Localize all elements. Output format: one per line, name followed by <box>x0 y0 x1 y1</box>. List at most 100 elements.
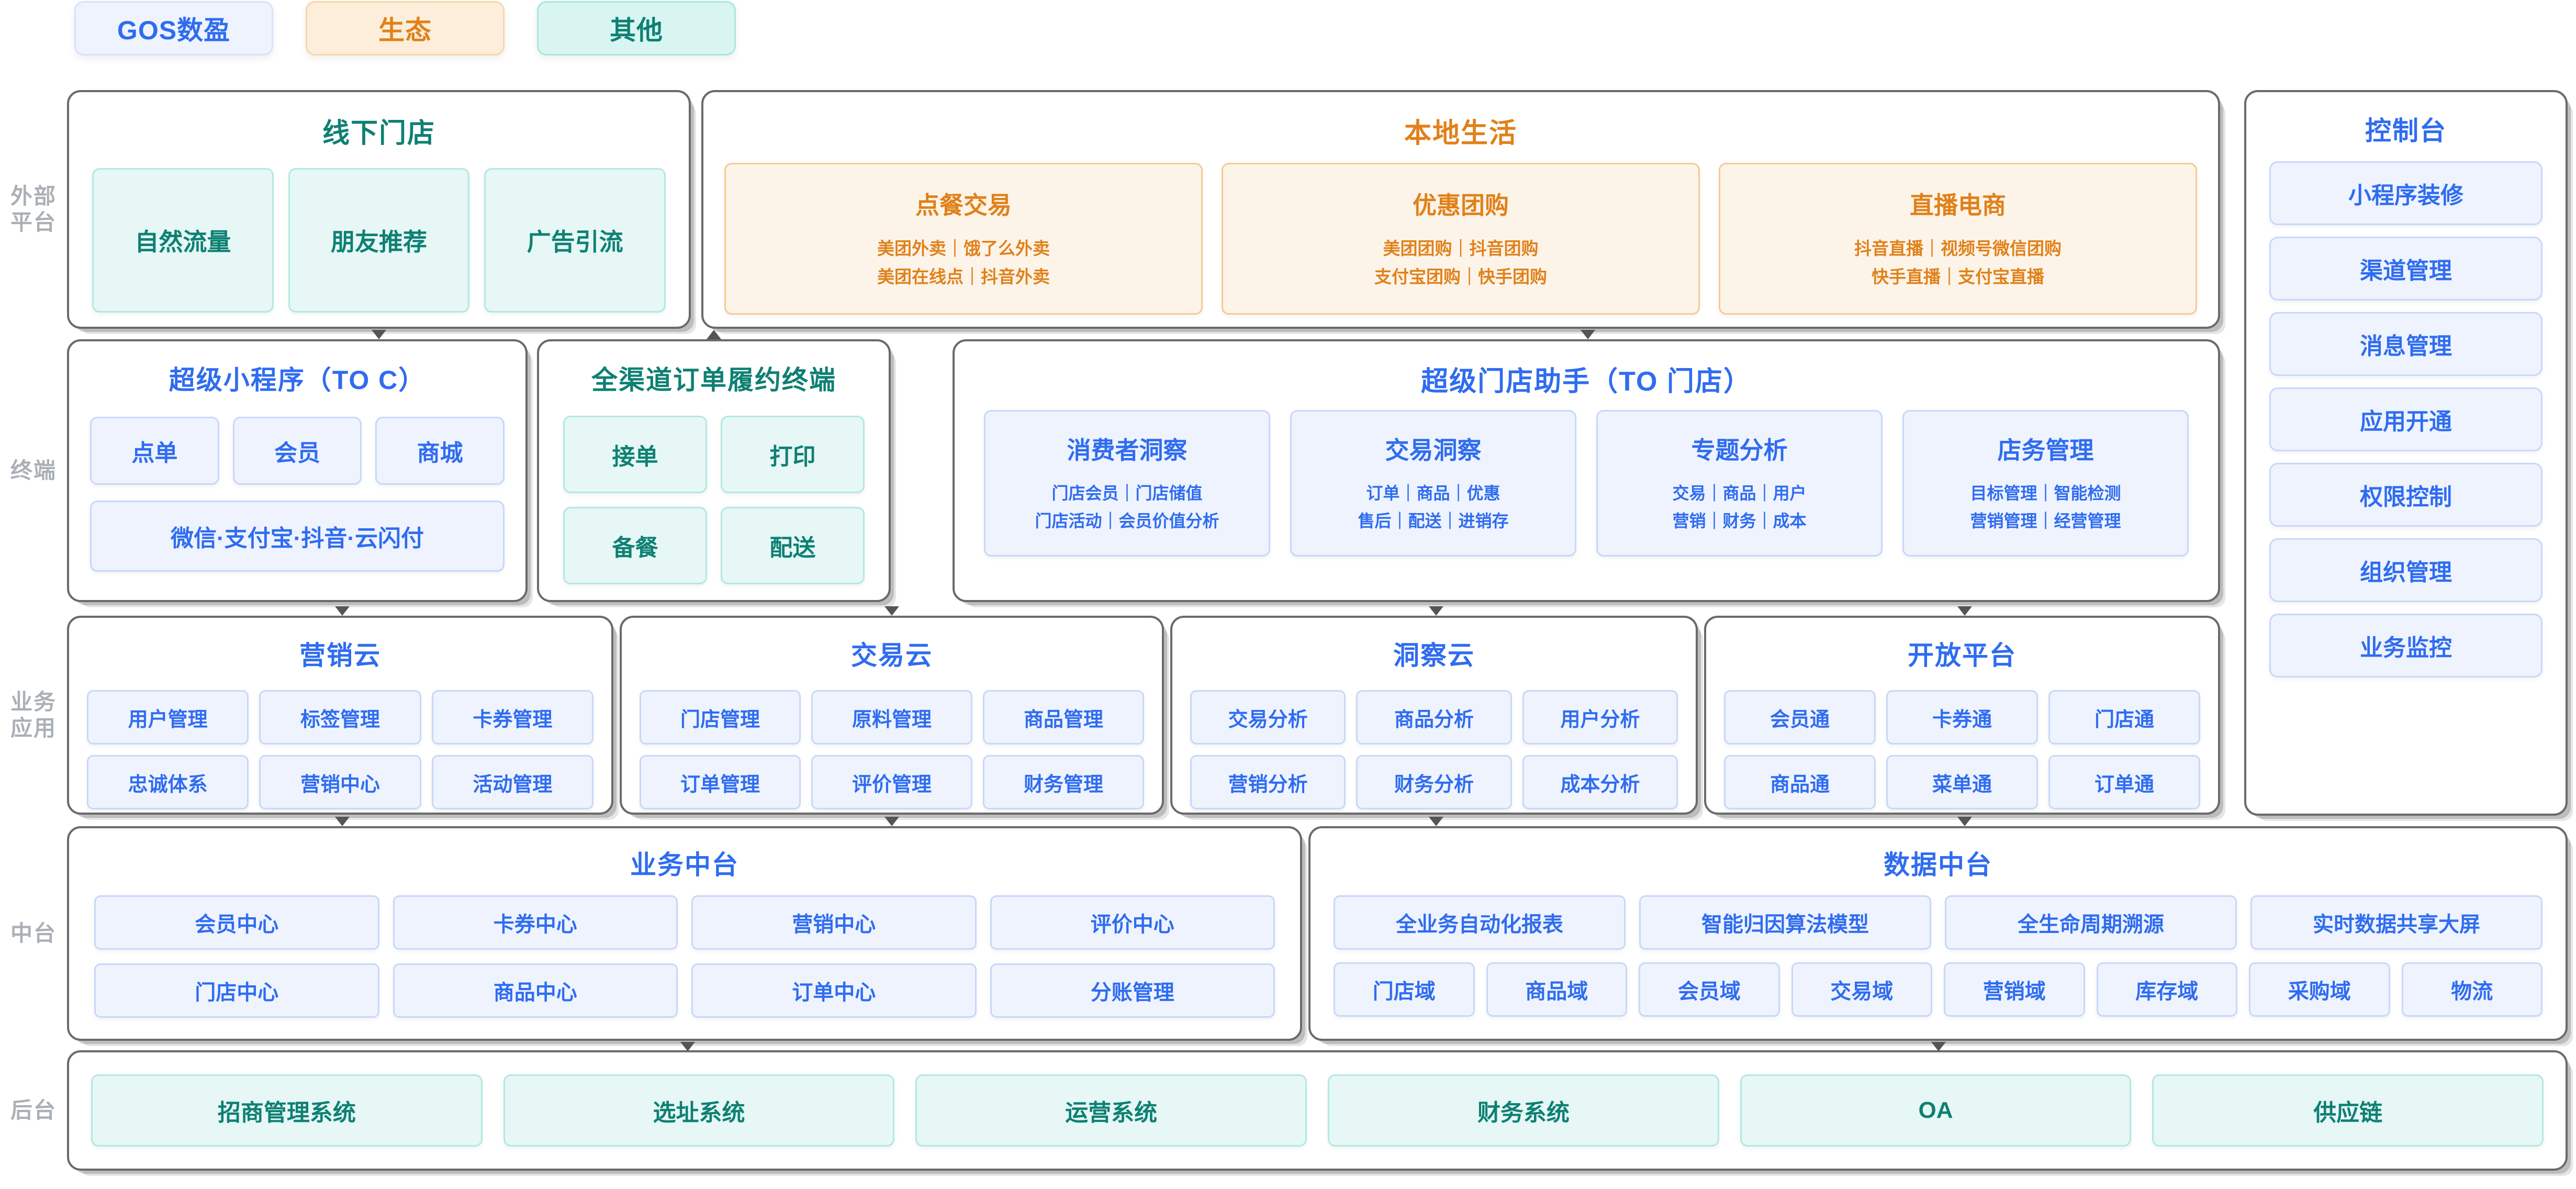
chip-prepare-meal[interactable]: 备餐 <box>563 507 707 584</box>
chip-oa-system[interactable]: OA <box>1740 1074 2132 1147</box>
chip-review-center[interactable]: 评价中心 <box>990 895 1275 950</box>
chip-coupon-api[interactable]: 卡券通 <box>1886 690 2038 744</box>
chip-automated-reports[interactable]: 全业务自动化报表 <box>1334 895 1626 950</box>
chip-order-management[interactable]: 订单管理 <box>640 755 801 809</box>
panel-open-platform: 开放平台 会员通 卡券通 门店通 商品通 菜单通 订单通 <box>1704 616 2220 815</box>
chip-logistics-domain[interactable]: 物流 <box>2401 962 2543 1017</box>
connector-insight-to-data <box>1429 817 1443 826</box>
panel-title-omnichannel-fulfillment: 全渠道订单履约终端 <box>591 365 836 395</box>
connector-store-to-open <box>1957 606 1972 616</box>
connector-offline-to-mini <box>372 330 386 339</box>
chip-store-management[interactable]: 店务管理 目标管理｜智能检测营销管理｜经营管理 <box>1902 410 2189 557</box>
chip-product-api[interactable]: 商品通 <box>1724 755 1876 809</box>
chip-marketing-domain[interactable]: 营销域 <box>1944 962 2085 1017</box>
console-item-miniprogram-decoration[interactable]: 小程序装修 <box>2269 161 2543 225</box>
panel-marketing-cloud: 营销云 用户管理 标签管理 卡券管理 忠诚体系 营销中心 活动管理 <box>67 616 613 815</box>
chip-review-management[interactable]: 评价管理 <box>811 755 972 809</box>
chip-inventory-domain[interactable]: 库存域 <box>2096 962 2237 1017</box>
chip-material-management[interactable]: 原料管理 <box>811 690 972 744</box>
chip-order[interactable]: 点单 <box>90 417 219 485</box>
chip-product-center[interactable]: 商品中心 <box>393 963 678 1018</box>
chip-print[interactable]: 打印 <box>721 416 865 493</box>
chip-marketing-center[interactable]: 营销中心 <box>259 755 421 809</box>
connector-mini-to-mkt <box>335 606 350 616</box>
chip-loyalty-system[interactable]: 忠诚体系 <box>87 755 249 809</box>
chip-campaign-management[interactable]: 活动管理 <box>431 755 593 809</box>
chip-transaction-domain[interactable]: 交易域 <box>1791 962 1932 1017</box>
chip-member-domain[interactable]: 会员域 <box>1639 962 1780 1017</box>
chip-coupon-center[interactable]: 卡券中心 <box>393 895 678 950</box>
chip-transaction-insight[interactable]: 交易洞察 订单｜商品｜优惠售后｜配送｜进销存 <box>1290 410 1576 557</box>
chip-member-center[interactable]: 会员中心 <box>94 895 379 950</box>
chip-marketing-center-bm[interactable]: 营销中心 <box>691 895 977 950</box>
chip-product-management[interactable]: 商品管理 <box>983 690 1144 744</box>
chip-purchase-domain[interactable]: 采购域 <box>2249 962 2390 1017</box>
chip-investment-system[interactable]: 招商管理系统 <box>91 1074 483 1147</box>
connector-open-to-data <box>1957 817 1972 826</box>
connector-local-to-store <box>1581 330 1595 339</box>
chip-marketing-analysis[interactable]: 营销分析 <box>1190 755 1346 809</box>
chip-coupon-management[interactable]: 卡券管理 <box>431 690 593 744</box>
chip-menu-api[interactable]: 菜单通 <box>1886 755 2038 809</box>
console-item-message-management[interactable]: 消息管理 <box>2269 312 2543 376</box>
panel-title-local-life: 本地生活 <box>1404 118 1517 149</box>
rail-label-backend: 后台 <box>10 1098 57 1123</box>
panel-console: 控制台 小程序装修 渠道管理 消息管理 应用开通 权限控制 组织管理 业务监控 <box>2244 90 2568 816</box>
panel-super-miniprogram: 超级小程序（TO C） 点单 会员 商城 微信·支付宝·抖音·云闪付 <box>67 339 528 602</box>
chip-topic-analysis[interactable]: 专题分析 交易｜商品｜用户营销｜财务｜成本 <box>1596 410 1883 557</box>
chip-mall[interactable]: 商城 <box>375 417 505 485</box>
chip-friend-referral[interactable]: 朋友推荐 <box>288 168 470 313</box>
chip-natural-traffic[interactable]: 自然流量 <box>92 168 274 313</box>
panel-title-data-middle-platform: 数据中台 <box>1884 850 1992 880</box>
panel-title-transaction-cloud: 交易云 <box>851 641 933 670</box>
chip-order-api[interactable]: 订单通 <box>2048 755 2200 809</box>
console-item-business-monitoring[interactable]: 业务监控 <box>2269 614 2543 677</box>
chip-user-analysis[interactable]: 用户分析 <box>1522 690 1678 744</box>
panel-title-business-middle-platform: 业务中台 <box>630 850 739 880</box>
chip-cost-analysis[interactable]: 成本分析 <box>1522 755 1678 809</box>
legend-pill-eco[interactable]: 生态 <box>306 1 505 55</box>
chip-finance-management[interactable]: 财务管理 <box>983 755 1144 809</box>
chip-ad-traffic[interactable]: 广告引流 <box>484 168 666 313</box>
chip-finance-analysis[interactable]: 财务分析 <box>1356 755 1512 809</box>
chip-accept-order[interactable]: 接单 <box>563 416 707 493</box>
legend-pill-other[interactable]: 其他 <box>537 1 736 55</box>
chip-user-management[interactable]: 用户管理 <box>87 690 249 744</box>
chip-member[interactable]: 会员 <box>232 417 362 485</box>
chip-store-domain[interactable]: 门店域 <box>1334 962 1475 1017</box>
chip-realtime-dashboard[interactable]: 实时数据共享大屏 <box>2250 895 2543 950</box>
chip-site-selection-system[interactable]: 选址系统 <box>503 1074 895 1147</box>
chip-tag-management[interactable]: 标签管理 <box>259 690 421 744</box>
panel-title-super-miniprogram: 超级小程序（TO C） <box>169 365 426 395</box>
chip-transaction-analysis[interactable]: 交易分析 <box>1190 690 1346 744</box>
console-item-channel-management[interactable]: 渠道管理 <box>2269 237 2543 301</box>
chip-order-center[interactable]: 订单中心 <box>691 963 977 1018</box>
console-item-org-management[interactable]: 组织管理 <box>2269 538 2543 602</box>
chip-attribution-model[interactable]: 智能归因算法模型 <box>1639 895 1931 950</box>
chip-delivery[interactable]: 配送 <box>721 507 865 584</box>
console-item-permission-control[interactable]: 权限控制 <box>2269 463 2543 527</box>
chip-live-ecommerce[interactable]: 直播电商 抖音直播｜视频号微信团购快手直播｜支付宝直播 <box>1719 163 2197 315</box>
chip-consumer-insight[interactable]: 消费者洞察 门店会员｜门店储值门店活动｜会员价值分析 <box>984 410 1270 557</box>
chip-product-analysis[interactable]: 商品分析 <box>1356 690 1512 744</box>
chip-member-api[interactable]: 会员通 <box>1724 690 1876 744</box>
chip-group-buying[interactable]: 优惠团购 美团团购｜抖音团购支付宝团购｜快手团购 <box>1222 163 1700 315</box>
chip-store-api[interactable]: 门店通 <box>2048 690 2200 744</box>
connector-store-to-trade <box>884 606 899 616</box>
chip-payment-channels[interactable]: 微信·支付宝·抖音·云闪付 <box>90 501 505 572</box>
chip-operations-system[interactable]: 运营系统 <box>915 1074 1307 1147</box>
chip-product-domain[interactable]: 商品域 <box>1486 962 1627 1017</box>
chip-store-management-trade[interactable]: 门店管理 <box>640 690 801 744</box>
chip-store-center[interactable]: 门店中心 <box>94 963 379 1018</box>
chip-supply-chain[interactable]: 供应链 <box>2152 1074 2544 1147</box>
chip-finance-system[interactable]: 财务系统 <box>1328 1074 1719 1147</box>
panel-local-life: 本地生活 点餐交易 美团外卖｜饿了么外卖美团在线点｜抖音外卖 优惠团购 美团团购… <box>701 90 2220 329</box>
panel-backend-systems: 招商管理系统 选址系统 运营系统 财务系统 OA 供应链 <box>67 1050 2568 1171</box>
panel-offline-store: 线下门店 自然流量 朋友推荐 广告引流 <box>67 90 691 329</box>
chip-lifecycle-tracing[interactable]: 全生命周期溯源 <box>1945 895 2237 950</box>
legend-pill-gos[interactable]: GOS数盈 <box>74 1 273 55</box>
chip-food-ordering[interactable]: 点餐交易 美团外卖｜饿了么外卖美团在线点｜抖音外卖 <box>724 163 1203 315</box>
chip-settlement-management[interactable]: 分账管理 <box>990 963 1275 1018</box>
console-item-app-activation[interactable]: 应用开通 <box>2269 387 2543 451</box>
connector-local-to-fulfill <box>707 330 721 339</box>
